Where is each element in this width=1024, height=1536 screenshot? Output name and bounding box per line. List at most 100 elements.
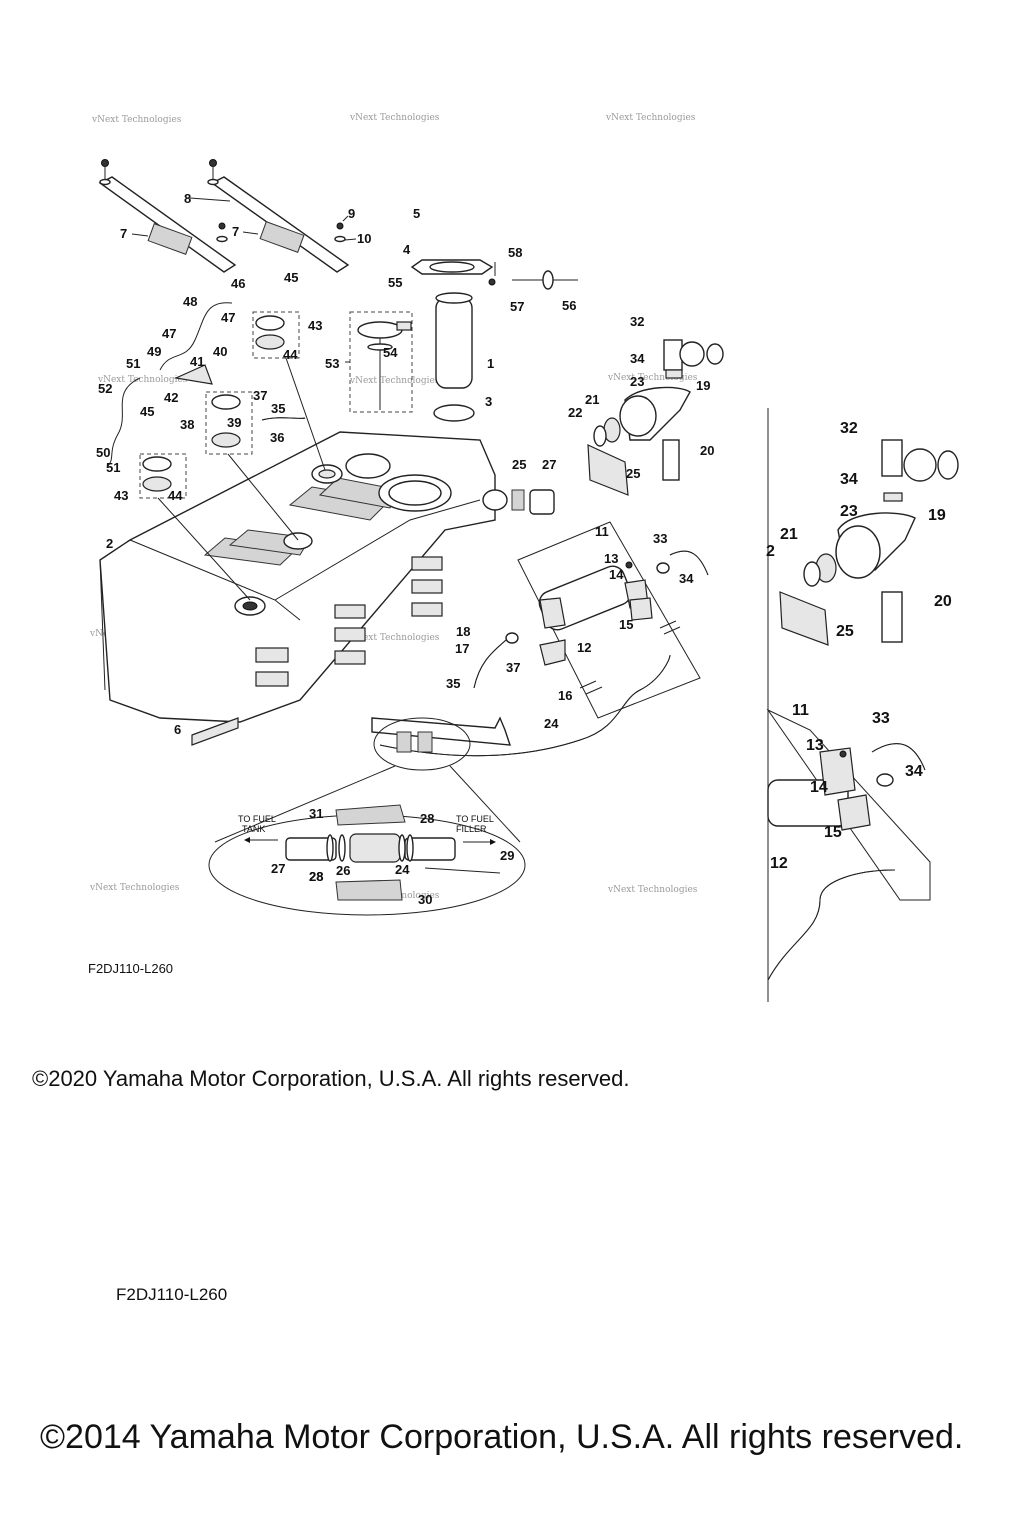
callout: 55	[388, 275, 402, 290]
callout: 48	[183, 294, 197, 309]
fuel-filter-group	[517, 521, 701, 719]
callout: 27	[271, 861, 285, 876]
watermark: vNext Technologies	[91, 115, 182, 125]
filler-neck-assembly	[587, 339, 724, 496]
to-fuel-filler-label-2: FILLER	[456, 824, 487, 834]
callout: 47	[162, 326, 176, 341]
callout: 10	[357, 231, 371, 246]
callout: 19	[928, 507, 946, 524]
callout: 2	[106, 536, 113, 551]
callout: 25	[836, 623, 854, 640]
callout: 27	[542, 457, 556, 472]
callout: 17	[455, 641, 469, 656]
callout: 31	[309, 806, 323, 821]
callout: 32	[630, 314, 644, 329]
callout: 6	[174, 722, 181, 737]
callout: 39	[227, 415, 241, 430]
callout: 24	[544, 716, 559, 731]
callout: 21	[780, 526, 798, 543]
callout: 25	[626, 466, 640, 481]
callout: 28	[420, 811, 434, 826]
fuel-pump	[345, 259, 494, 422]
filler-cap-hardware	[488, 262, 578, 290]
callout: 4	[403, 242, 411, 257]
callout: 44	[168, 488, 183, 503]
callout: 13	[604, 551, 618, 566]
watermark: vNext Technologies	[605, 113, 696, 123]
watermark: vNext Technologies	[97, 375, 188, 385]
callout: 34	[840, 471, 858, 488]
callout: 43	[114, 488, 128, 503]
callout: 45	[140, 404, 154, 419]
callout: 9	[348, 206, 355, 221]
callout: 45	[284, 270, 298, 285]
callout: 54	[383, 345, 398, 360]
support-straps	[98, 159, 357, 273]
callout: 33	[653, 531, 667, 546]
callout: 12	[770, 855, 788, 872]
callout: 46	[231, 276, 245, 291]
callout: 7	[120, 226, 127, 241]
callout: 37	[506, 660, 520, 675]
callout: 34	[679, 571, 694, 586]
callouts-zoom: 32 34 23 19 21 2 20 25 11 33 13 34 14 15…	[766, 420, 952, 872]
callout: 51	[126, 356, 140, 371]
callout: 15	[824, 824, 842, 841]
callout: 19	[696, 378, 710, 393]
callout: 56	[562, 298, 576, 313]
callout: 40	[213, 344, 227, 359]
callout: 23	[840, 503, 858, 520]
callout: 35	[271, 401, 285, 416]
to-fuel-tank-label-2: TANK	[242, 824, 265, 834]
callout: 23	[630, 374, 644, 389]
callout: 35	[446, 676, 460, 691]
callout: 52	[98, 381, 112, 396]
callout: 33	[872, 710, 890, 727]
callouts-main: 1 2 3 4 5 6 7 7 8 9 10 11 12 13 14 15 16…	[96, 191, 714, 907]
watermark: vNext Technologies	[349, 113, 440, 123]
fuel-tank	[99, 431, 555, 746]
fuel-hoses	[371, 550, 709, 757]
to-fuel-tank-label-1: TO FUEL	[238, 814, 276, 824]
callout: 16	[558, 688, 572, 703]
callout: 29	[500, 848, 514, 863]
vent-hoses	[107, 302, 233, 467]
callout: 44	[283, 347, 298, 362]
watermark: vNext Technologies	[607, 373, 698, 383]
callout: 7	[232, 224, 239, 239]
figure-code: F2DJ110-L260	[88, 961, 174, 976]
callout: 43	[308, 318, 322, 333]
callout: 53	[325, 356, 339, 371]
callout: 51	[106, 460, 120, 475]
callout: 21	[585, 392, 599, 407]
callout: 37	[253, 388, 267, 403]
callout: 36	[270, 430, 284, 445]
zoom-panel	[766, 408, 959, 1002]
callout: 8	[184, 191, 191, 206]
callout: 3	[485, 394, 492, 409]
callout: 13	[806, 737, 824, 754]
callout: 12	[577, 640, 591, 655]
watermark: vNext Technologies	[349, 633, 440, 643]
callout: 28	[309, 869, 323, 884]
callout: 14	[609, 567, 624, 582]
callout: 47	[221, 310, 235, 325]
callout: 28	[309, 869, 323, 884]
callout: 15	[619, 617, 633, 632]
callout: 58	[508, 245, 522, 260]
callout: 38	[180, 417, 194, 432]
hose-36-core	[261, 417, 306, 421]
callout: 2	[766, 543, 775, 560]
copyright-2014: ©2014 Yamaha Motor Corporation, U.S.A. A…	[40, 1418, 964, 1456]
callout: 34	[905, 763, 923, 780]
figure-code-secondary: F2DJ110-L260	[116, 1285, 228, 1304]
callout: 18	[456, 624, 470, 639]
callout: 22	[568, 405, 582, 420]
callout: 11	[792, 702, 809, 719]
sender-units	[139, 311, 326, 601]
to-fuel-filler-label-1: TO FUEL	[456, 814, 494, 824]
callout: 5	[413, 206, 420, 221]
watermark: vNext Technologies	[607, 885, 698, 895]
callout: 11	[595, 524, 609, 539]
